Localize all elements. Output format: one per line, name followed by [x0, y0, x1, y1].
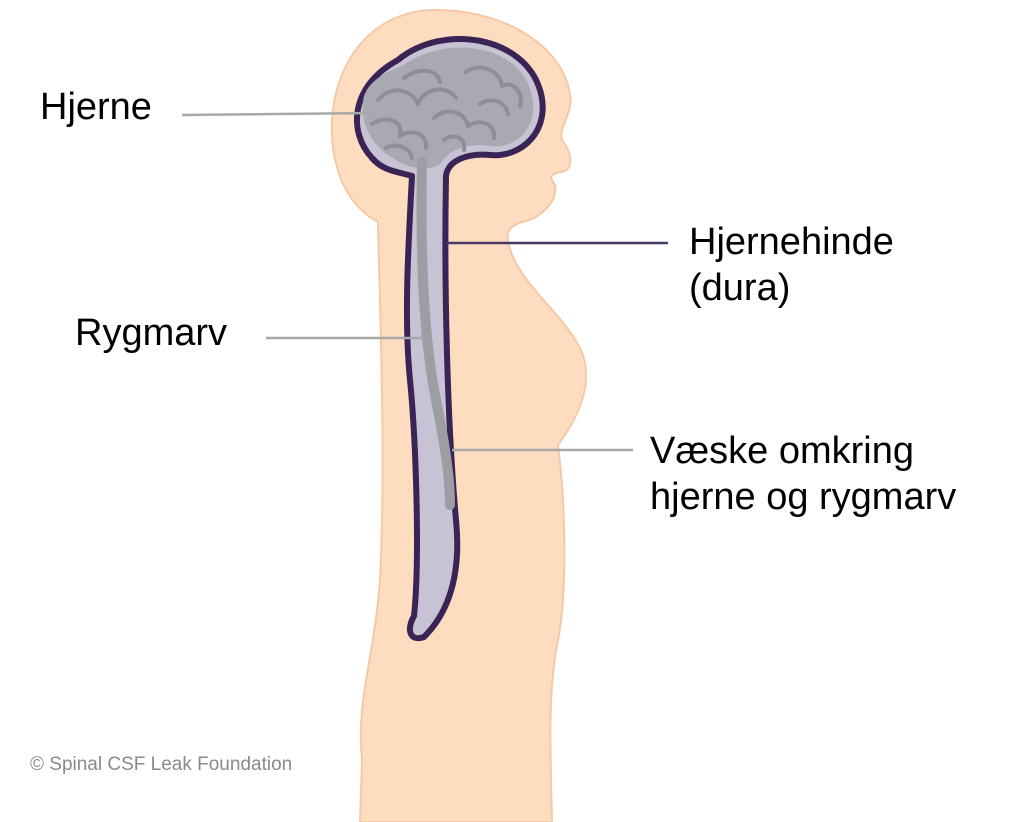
spinal-cord-label: Rygmarv [75, 310, 227, 356]
body-silhouette [330, 8, 587, 822]
brain-pointer [181, 111, 376, 117]
dura-label: Hjernehinde (dura) [689, 219, 894, 311]
copyright-notice: © Spinal CSF Leak Foundation [30, 754, 293, 775]
fluid-label: Væske omkring hjerne og rygmarv [650, 428, 956, 520]
spinal-cord [416, 157, 455, 510]
dura-label-line1: Hjernehinde [689, 221, 894, 263]
spinal-cord-label-text: Rygmarv [75, 312, 228, 354]
fluid-label-line2: hjerne og rygmarv [650, 476, 957, 518]
brain-folds [370, 65, 523, 160]
fluid-label-line1: Væske omkring [650, 430, 914, 472]
brain-label-text: Hjerne [40, 86, 152, 128]
dura-label-line2: (dura) [689, 267, 791, 309]
brain-label: Hjerne [40, 84, 152, 130]
